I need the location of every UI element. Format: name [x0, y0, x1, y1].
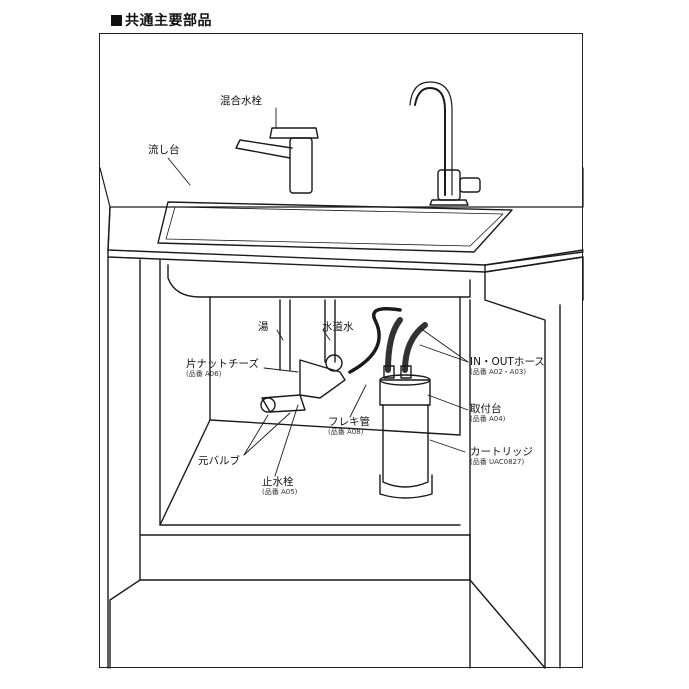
leader-lines: [167, 107, 469, 477]
flex-pipe-part-no: (品番 A08): [328, 428, 364, 437]
label-mount: 取付台(品番 A04): [470, 403, 505, 423]
mount-name: 取付台: [470, 403, 502, 415]
in-out-hose-part-no: (品番 A02・A03): [470, 368, 527, 377]
cartridge-part-no: (品番 UAC0827): [470, 458, 525, 467]
heading-square-icon: [111, 15, 122, 26]
label-main-valve: 元バルブ: [198, 455, 240, 467]
in-out-hose-name: IN・OUTホース: [470, 356, 545, 368]
stop-valve-name: 止水栓: [262, 476, 294, 488]
single-nut-tee-name: 片ナットチーズ: [186, 358, 259, 370]
label-sink: 流し台: [148, 144, 180, 156]
section-heading: 共通主要部品: [111, 10, 212, 30]
label-hot-water: 湯: [258, 321, 269, 333]
in-out-hoses: [383, 317, 428, 379]
label-stop-valve: 止水栓(品番 A05): [262, 476, 297, 496]
pipes: [260, 299, 402, 413]
mixing-faucet-shape: [235, 127, 319, 194]
single-nut-tee-part-no: (品番 A06): [186, 370, 222, 379]
illustration-frame: [99, 33, 583, 668]
cartridge-unit: [379, 374, 433, 499]
label-cartridge: カートリッジ(品番 UAC0827): [470, 446, 533, 466]
label-tap-water: 水道水: [322, 321, 354, 333]
countertop: [99, 167, 584, 301]
label-flex-pipe: フレキ管(品番 A08): [328, 416, 370, 436]
purifier-faucet-shape: [409, 81, 481, 206]
label-in-out-hose: IN・OUTホース(品番 A02・A03): [470, 356, 545, 376]
mount-part-no: (品番 A04): [470, 415, 506, 424]
label-mixing-faucet: 混合水栓: [220, 95, 262, 107]
cabinet: [107, 256, 561, 669]
stop-valve-part-no: (品番 A05): [262, 488, 298, 497]
cartridge-name: カートリッジ: [470, 446, 533, 458]
section-title: 共通主要部品: [125, 13, 212, 29]
label-single-nut-tee: 片ナットチーズ(品番 A06): [186, 358, 259, 378]
flex-pipe-name: フレキ管: [328, 416, 370, 428]
sink-basin: [157, 201, 513, 298]
